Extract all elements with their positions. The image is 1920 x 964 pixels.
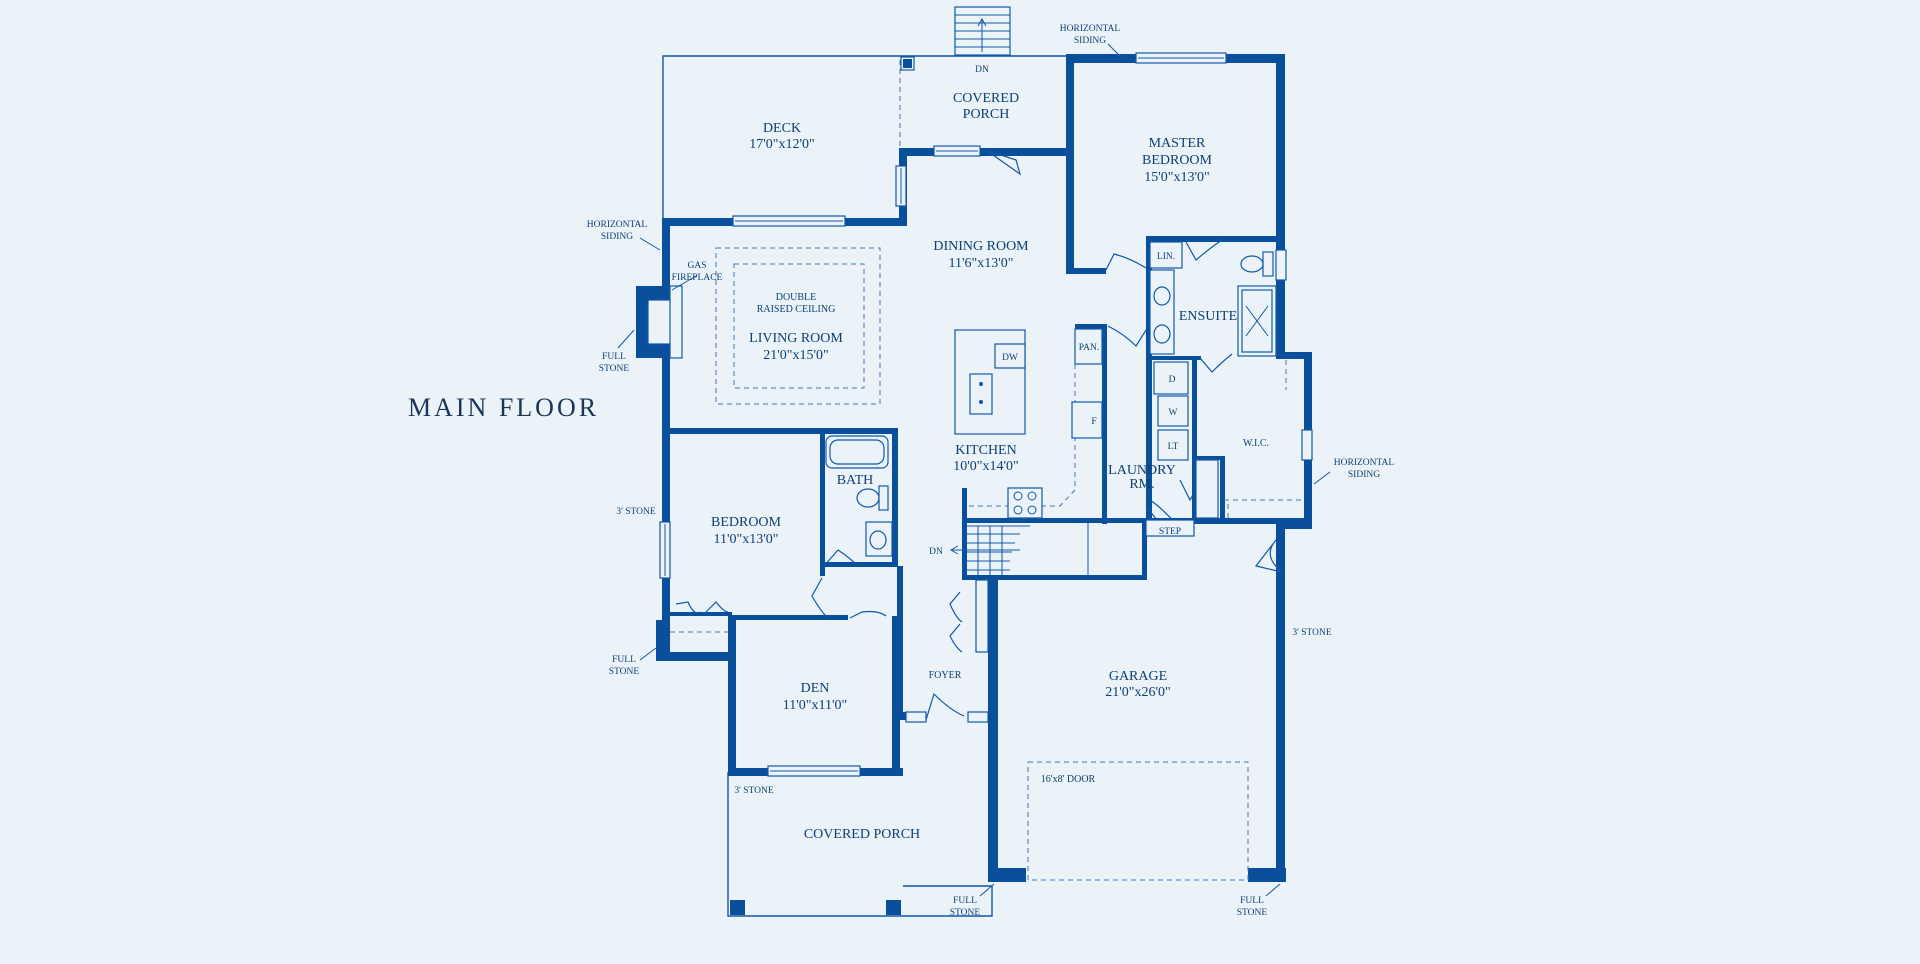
fridge-label: F	[1091, 417, 1096, 427]
dishwasher-label: DW	[1002, 353, 1018, 363]
bath-name: BATH	[837, 473, 874, 488]
floor-title: MAIN FLOOR	[408, 393, 599, 422]
garage-dims: 21'0"x26'0"	[1105, 685, 1170, 700]
garage-door-label: 16'x8' DOOR	[1041, 774, 1096, 785]
stone3-right: 3' STONE	[1292, 628, 1331, 638]
deck-dims: 17'0"x12'0"	[749, 137, 814, 152]
laundry-line1: LAUNDRY	[1108, 463, 1176, 478]
stone-bottom-mid-line1: FULL	[953, 896, 977, 906]
linen-closet	[1149, 241, 1183, 269]
den-name: DEN	[801, 681, 830, 696]
wic-name: W.I.C.	[1243, 438, 1269, 449]
laundry-tub-label: LT	[1168, 442, 1179, 452]
siding-top-line1: HORIZONTAL	[1060, 24, 1121, 34]
washer-label: W	[1169, 408, 1178, 418]
ceiling-line2: RAISED CEILING	[757, 304, 836, 315]
lin-label: LIN.	[1157, 252, 1175, 262]
den-dims: 11'0"x11'0"	[783, 698, 847, 713]
siding-right-line2: SIDING	[1348, 470, 1380, 480]
master-line2: BEDROOM	[1142, 153, 1213, 168]
dryer-label: D	[1169, 375, 1176, 385]
foyer-name: FOYER	[929, 670, 962, 681]
rear-porch-line2: PORCH	[963, 107, 1010, 122]
stone-left-lower-line1: FULL	[612, 655, 636, 665]
laundry-line2: RM.	[1129, 477, 1154, 492]
stone-bottom-mid-line2: STONE	[950, 908, 981, 918]
rear-porch-outline	[900, 6, 1070, 57]
stone3-left: 3' STONE	[616, 507, 655, 517]
siding-left-line1: HORIZONTAL	[587, 220, 648, 230]
master-line1: MASTER	[1149, 136, 1206, 151]
siding-right-line1: HORIZONTAL	[1334, 458, 1395, 468]
walls	[636, 54, 1312, 882]
deck-name: DECK	[763, 121, 801, 136]
stone-left-lower-line2: STONE	[609, 667, 640, 677]
deck-outline	[662, 55, 915, 220]
ceiling-line1: DOUBLE	[776, 292, 817, 303]
stone-bottom-right-line2: STONE	[1237, 908, 1268, 918]
dining-name: DINING ROOM	[933, 239, 1029, 254]
siding-left-line2: SIDING	[601, 232, 633, 242]
stone3-porch: 3' STONE	[734, 786, 773, 796]
dining-dims: 11'6"x13'0"	[949, 256, 1014, 271]
bath-fixtures	[825, 435, 893, 557]
rear-porch-line1: COVERED	[953, 91, 1019, 106]
master-dims: 15'0"x13'0"	[1144, 170, 1209, 185]
stone-bottom-right-line1: FULL	[1240, 896, 1264, 906]
fixture-labels: LIN. PAN. DW F D W LT STEP DN DN GAS FIR…	[672, 65, 1181, 557]
laundry-fixtures	[1145, 361, 1219, 537]
stairs	[949, 522, 1089, 653]
stone-left-upper-line2: STONE	[599, 364, 630, 374]
windows	[659, 52, 1313, 777]
kitchen-dims: 10'0"x14'0"	[953, 459, 1018, 474]
doors	[675, 149, 1283, 721]
garage-name: GARAGE	[1109, 669, 1167, 684]
dn-stair-label: DN	[929, 547, 943, 557]
bedroom-dims: 11'0"x13'0"	[714, 532, 779, 547]
bedroom-name: BEDROOM	[711, 515, 782, 530]
siding-top-line2: SIDING	[1074, 36, 1106, 46]
room-labels: DECK 17'0"x12'0" COVERED PORCH MASTER BE…	[711, 91, 1269, 842]
gas-line2: FIREPLACE	[672, 273, 723, 283]
fireplace	[647, 275, 697, 359]
kitchen-fixtures	[954, 328, 1103, 519]
kitchen-name: KITCHEN	[955, 443, 1016, 458]
living-name: LIVING ROOM	[749, 331, 843, 346]
pantry-label: PAN.	[1079, 343, 1100, 353]
exterior-annotations: HORIZONTAL SIDING HORIZONTAL SIDING HORI…	[587, 24, 1395, 918]
ensuite-fixtures	[1149, 251, 1277, 357]
ensuite-name: ENSUITE	[1179, 309, 1237, 324]
front-porch-name: COVERED PORCH	[804, 827, 920, 842]
front-porch-outline	[727, 772, 993, 917]
living-dims: 21'0"x15'0"	[763, 348, 828, 363]
dn-top-label: DN	[975, 65, 989, 75]
step-label: STEP	[1159, 527, 1181, 537]
stone-left-upper-line1: FULL	[602, 352, 626, 362]
gas-line1: GAS	[687, 261, 706, 271]
